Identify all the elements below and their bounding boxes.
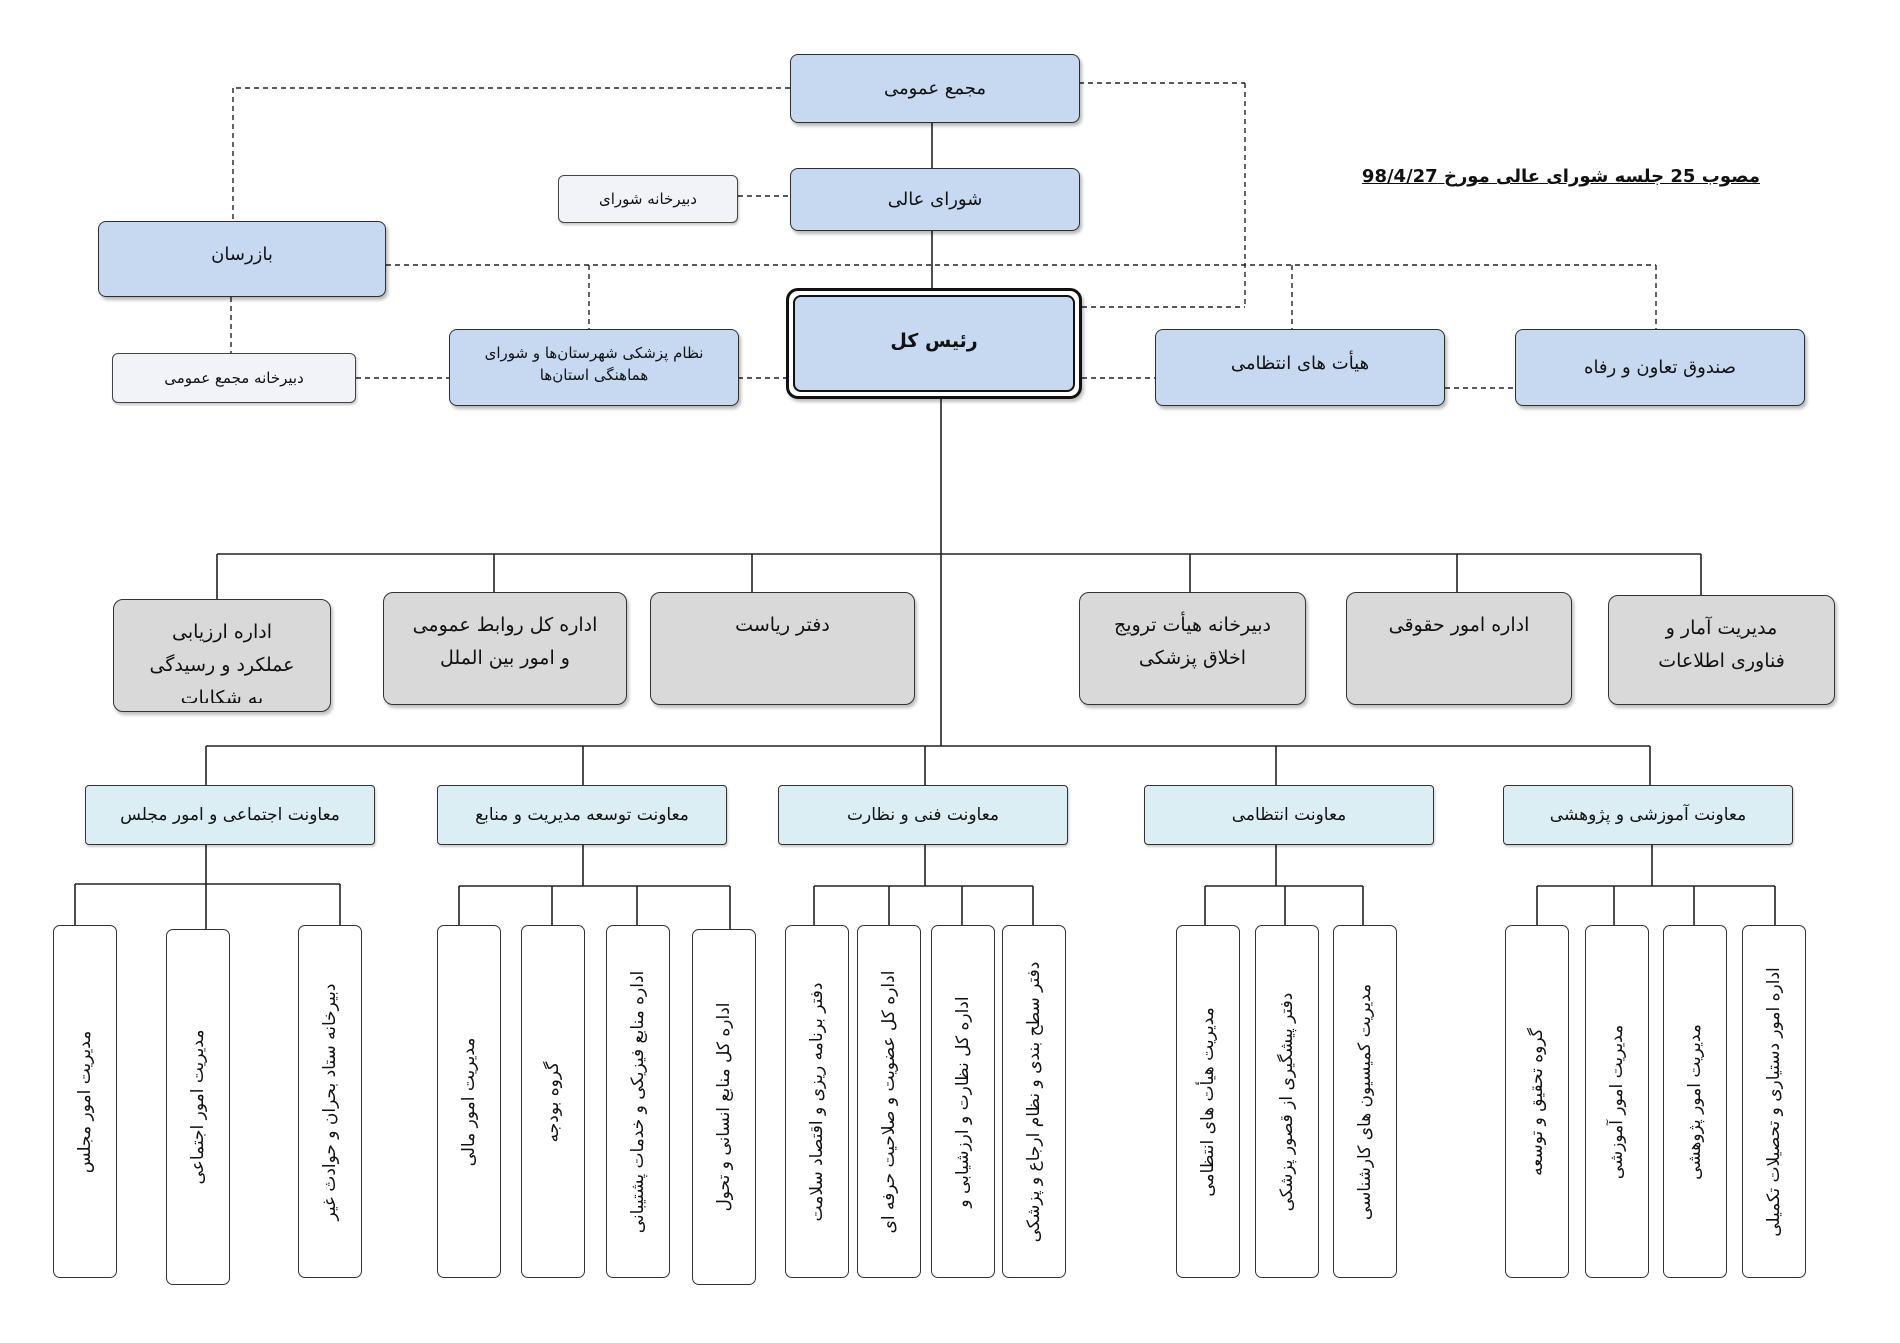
unit-financial-affairs: مدیریت امور مالی xyxy=(437,925,501,1278)
unit-label: دفتر برنامه ریزی و اقتصاد سلامت xyxy=(807,982,827,1221)
deputy-label: معاونت توسعه مدیریت و منابع xyxy=(475,805,689,825)
assembly-secretariat-box: دبیرخانه مجمع عمومی xyxy=(112,353,356,403)
unit-label: اداره کل منابع انسانی و تحول xyxy=(714,1002,734,1212)
unit-referral-system: دفتر سطح بندی و نظام ارجاع و پزشکی xyxy=(1002,925,1066,1278)
deputy-label: معاونت فنی و نظارت xyxy=(846,805,1000,825)
office-label-line: دبیرخانه هیأت ترویج xyxy=(1114,614,1271,636)
office-label-line: عملکرد و رسیدگی xyxy=(149,654,295,676)
unit-label: دفتر سطح بندی و نظام ارجاع و پزشکی xyxy=(1024,961,1044,1242)
provincial-councils-box: نظام پزشکی شهرستان‌ها و شورای هماهنگی اس… xyxy=(449,329,739,406)
office-label-line: به شکایات xyxy=(180,687,264,703)
unit-residency-postgraduate: اداره امور دستیاری و تحصیلات تکمیلی xyxy=(1742,925,1806,1278)
unit-label: اداره منابع فیزیکی و خدمات پشتیبانی xyxy=(628,970,648,1233)
deputy-technical-supervision: معاونت فنی و نظارت xyxy=(778,785,1068,845)
office-label-line: اداره ارزیابی xyxy=(171,621,273,643)
office-label-line: مدیریت آمار و xyxy=(1665,617,1778,639)
unit-malpractice-prevention: دفتر پیشگیری از قصور پزشکی xyxy=(1255,925,1319,1278)
deputy-label: معاونت انتظامی xyxy=(1231,805,1347,825)
welfare-fund-label: صندوق تعاون و رفاه xyxy=(1584,357,1736,378)
office-ethics-secretariat: دبیرخانه هیأت ترویج اخلاق پزشکی xyxy=(1079,592,1306,705)
office-label-line: اخلاق پزشکی xyxy=(1138,647,1247,669)
supreme-council-label: شورای عالی xyxy=(887,189,983,210)
unit-label: مدیریت امور اجتماعی xyxy=(188,1029,208,1185)
unit-label: مدیریت هیأت های انتظامی xyxy=(1198,1006,1218,1197)
deputy-education-research: معاونت آموزشی و پژوهشی xyxy=(1503,785,1793,845)
inspectors-box: بازرسان xyxy=(98,221,386,297)
unit-supervision-evaluation: اداره کل نظارت و ارزشیابی و xyxy=(931,925,995,1278)
unit-label: مدیریت امور پژوهشی xyxy=(1685,1023,1705,1180)
office-label-line: فناوری اطلاعات xyxy=(1658,650,1785,672)
office-legal-affairs: اداره امور حقوقی xyxy=(1346,592,1572,705)
inspectors-label: بازرسان xyxy=(211,243,273,265)
office-label-line: اداره امور حقوقی xyxy=(1388,614,1530,636)
office-label: اداره امور حقوقی xyxy=(1353,609,1565,696)
council-secretariat-box: دبیرخانه شورای xyxy=(558,175,738,223)
deputy-management-resources: معاونت توسعه مدیریت و منابع xyxy=(437,785,727,845)
welfare-fund-box: صندوق تعاون و رفاه xyxy=(1515,329,1805,406)
provincial-councils-label-line: نظام پزشکی شهرستان‌ها و شورای xyxy=(484,343,704,362)
office-presidency: دفتر ریاست xyxy=(650,592,915,705)
deputy-label: معاونت اجتماعی و امور مجلس xyxy=(120,805,340,825)
general-assembly-label: مجمع عمومی xyxy=(883,78,987,99)
unit-expert-commissions: مدیریت کمیسیون های کارشناسی xyxy=(1333,925,1397,1278)
unit-label: گروه تحقیق و توسعه xyxy=(1527,1027,1547,1176)
unit-education-affairs: مدیریت امور آموزشی xyxy=(1585,925,1649,1278)
disciplinary-boards-box: هیأت های انتظامی xyxy=(1155,329,1445,406)
council-secretariat-label: دبیرخانه شورای xyxy=(599,190,697,208)
office-statistics-it: مدیریت آمار و فناوری اطلاعات xyxy=(1608,595,1835,705)
unit-budget-group: گروه بودجه xyxy=(521,925,585,1278)
deputy-label: معاونت آموزشی و پژوهشی xyxy=(1549,805,1747,825)
unit-label: گروه بودجه xyxy=(543,1061,563,1142)
unit-label: مدیریت امور مالی xyxy=(459,1037,479,1166)
unit-research-development: گروه تحقیق و توسعه xyxy=(1505,925,1569,1278)
office-label-line: دفتر ریاست xyxy=(735,614,830,636)
unit-label: دبیرخانه ستاد بحران و حوادث غیر xyxy=(320,983,340,1220)
provincial-councils-label-line: هماهنگی استان‌ها xyxy=(539,365,649,384)
unit-label: اداره کل نظارت و ارزشیابی و xyxy=(953,995,973,1208)
unit-label: مدیریت کمیسیون های کارشناسی xyxy=(1355,983,1375,1220)
office-label: اداره ارزیابی عملکرد و رسیدگی به شکایات xyxy=(120,616,324,703)
office-performance-evaluation: اداره ارزیابی عملکرد و رسیدگی به شکایات xyxy=(113,599,331,712)
office-public-relations: اداره کل روابط عمومی و امور بین الملل xyxy=(383,592,627,705)
deputy-social-parliament: معاونت اجتماعی و امور مجلس xyxy=(85,785,375,845)
unit-human-resources: اداره کل منابع انسانی و تحول xyxy=(692,929,756,1285)
unit-social-affairs: مدیریت امور اجتماعی xyxy=(166,929,230,1285)
president-box: رئیس کل xyxy=(786,288,1082,399)
office-label-line: اداره کل روابط عمومی xyxy=(412,614,598,636)
president-label: رئیس کل xyxy=(890,329,978,352)
assembly-secretariat-label: دبیرخانه مجمع عمومی xyxy=(164,369,304,387)
unit-label: اداره کل عضویت و صلاحیت حرفه ای xyxy=(879,970,899,1233)
office-label: دبیرخانه هیأت ترویج اخلاق پزشکی xyxy=(1086,609,1299,696)
office-label: اداره کل روابط عمومی و امور بین الملل xyxy=(390,609,620,696)
office-label-line: و امور بین الملل xyxy=(440,647,570,669)
office-label: مدیریت آمار و فناوری اطلاعات xyxy=(1615,612,1828,696)
unit-planning-health-economics: دفتر برنامه ریزی و اقتصاد سلامت xyxy=(785,925,849,1278)
unit-disciplinary-boards-management: مدیریت هیأت های انتظامی xyxy=(1176,925,1240,1278)
unit-label: دفتر پیشگیری از قصور پزشکی xyxy=(1277,992,1297,1211)
approval-note: مصوب 25 جلسه شورای عالی مورخ 98/4/27 xyxy=(1361,166,1760,187)
unit-physical-resources: اداره منابع فیزیکی و خدمات پشتیبانی xyxy=(606,925,670,1278)
unit-crisis-secretariat: دبیرخانه ستاد بحران و حوادث غیر xyxy=(298,925,362,1278)
unit-label: اداره امور دستیاری و تحصیلات تکمیلی xyxy=(1764,966,1784,1237)
general-assembly-box: مجمع عمومی xyxy=(790,54,1080,123)
disciplinary-boards-label: هیأت های انتظامی xyxy=(1230,353,1370,374)
unit-parliament-affairs: مدیریت امور مجلس xyxy=(53,925,117,1278)
unit-label: مدیریت امور آموزشی xyxy=(1607,1024,1627,1179)
unit-research-affairs: مدیریت امور پژوهشی xyxy=(1663,925,1727,1278)
deputy-disciplinary: معاونت انتظامی xyxy=(1144,785,1434,845)
unit-label: مدیریت امور مجلس xyxy=(75,1030,95,1173)
supreme-council-box: شورای عالی xyxy=(790,168,1080,231)
office-label: دفتر ریاست xyxy=(657,609,908,696)
unit-membership-competency: اداره کل عضویت و صلاحیت حرفه ای xyxy=(857,925,921,1278)
